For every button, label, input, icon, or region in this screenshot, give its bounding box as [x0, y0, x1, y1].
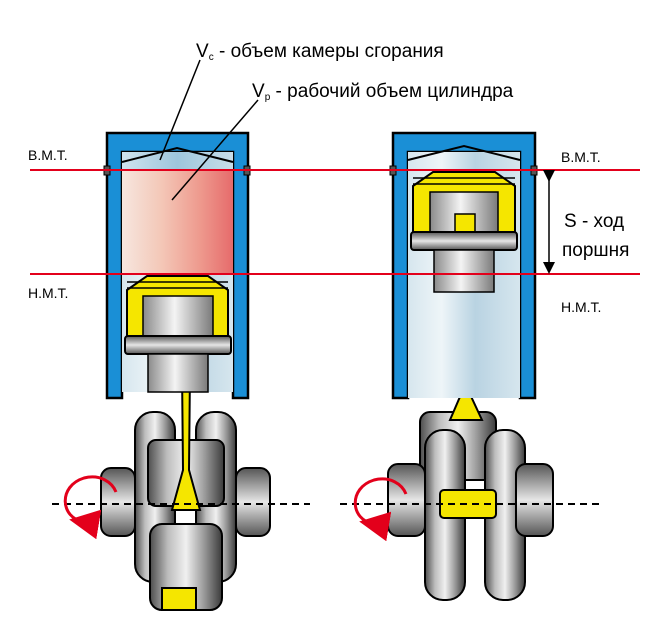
- stroke-label-line2: поршня: [562, 240, 629, 261]
- left-combustion-chamber: [122, 152, 233, 170]
- left-working-volume: [122, 170, 233, 274]
- vc-leader-line: [159, 59, 201, 161]
- left-engine: [52, 131, 310, 611]
- vp-label: Vp - рабочий объем цилиндра: [252, 81, 514, 103]
- rotation-arrow-icon: [353, 477, 408, 542]
- vc-label: Vc - объем камеры сгорания: [196, 41, 444, 63]
- bdc-label-left: Н.М.Т.: [28, 285, 68, 301]
- bdc-label-right: Н.М.Т.: [561, 299, 601, 315]
- vp-leader-line: [171, 99, 259, 201]
- right-piston: [410, 171, 518, 293]
- right-crankshaft: [387, 411, 554, 601]
- right-engine: [340, 131, 600, 601]
- stroke-label-line1: S - ход: [564, 211, 624, 232]
- left-crankshaft: [100, 411, 271, 611]
- rotation-arrow-icon: [63, 475, 118, 540]
- left-piston: [122, 274, 233, 393]
- tdc-label-right: В.М.Т.: [561, 149, 601, 165]
- tdc-label-left: В.М.Т.: [28, 147, 68, 163]
